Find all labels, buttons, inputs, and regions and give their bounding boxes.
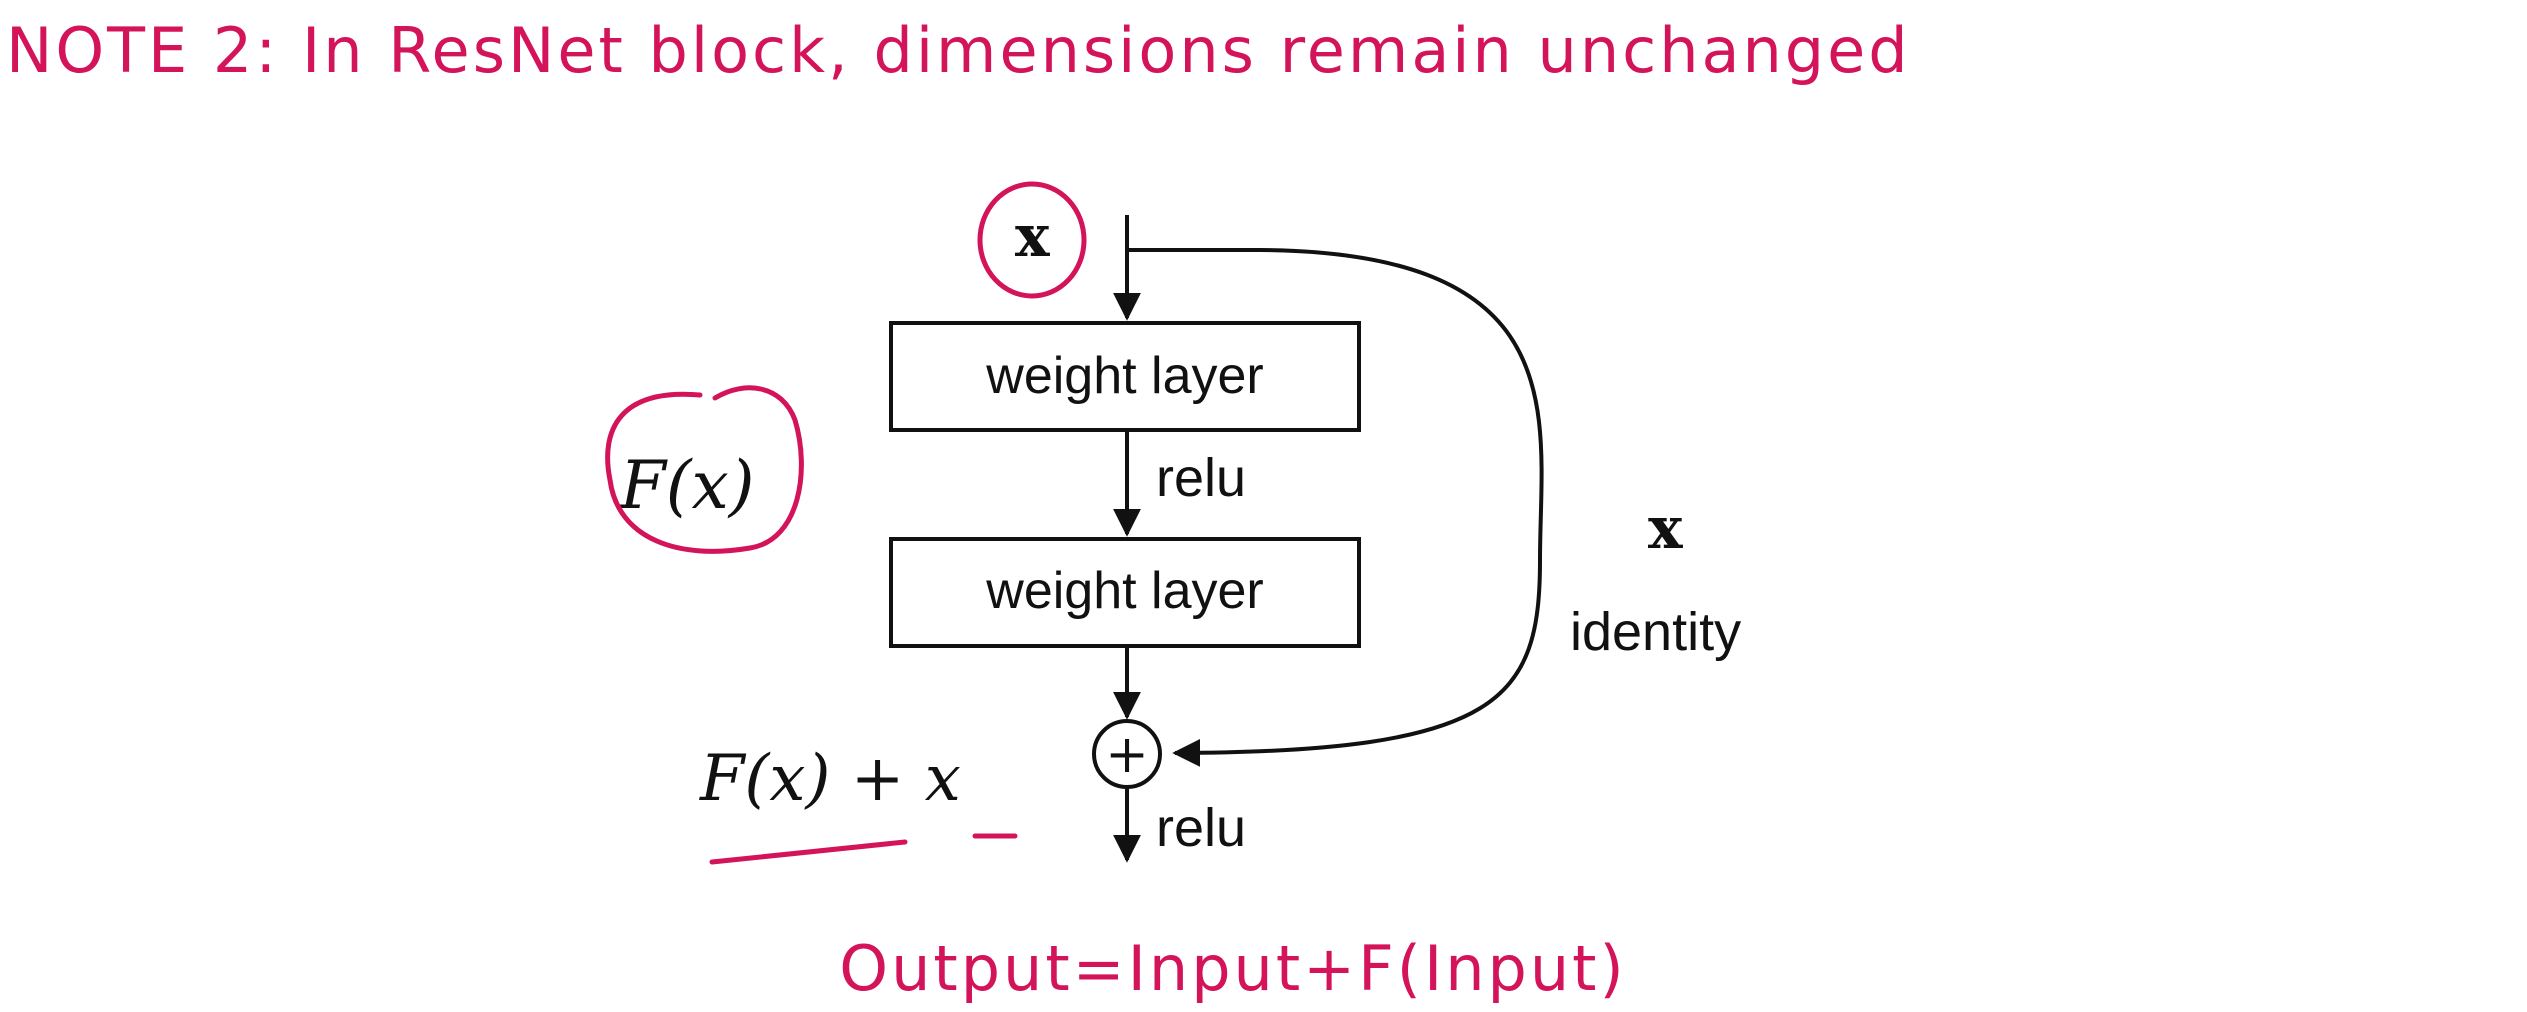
weight-layer-2-label: weight layer (985, 562, 1263, 620)
weight-layer-1-box (889, 321, 1361, 432)
relu-1-label: relu (1156, 448, 1246, 508)
residual-label: F(x) (619, 447, 755, 524)
formula-text: Output=Input+F(Input) (839, 932, 1626, 1005)
identity-label: identity (1570, 602, 1741, 662)
sum-underline-fx (709, 839, 908, 865)
residual-circle-annotation (605, 385, 804, 554)
input-x-label: x (1015, 202, 1050, 270)
input-circle-annotation (977, 181, 1087, 299)
sum-label: F(x) + x (699, 742, 961, 816)
note-title: NOTE 2: In ResNet block, dimensions rema… (6, 14, 1911, 87)
relu-2-label: relu (1156, 798, 1246, 858)
shortcut-connection (1127, 248, 1544, 767)
shortcut-x-label: x (1648, 494, 1683, 562)
weight-layer-1-label: weight layer (985, 347, 1263, 405)
plus-symbol: + (1105, 725, 1149, 785)
